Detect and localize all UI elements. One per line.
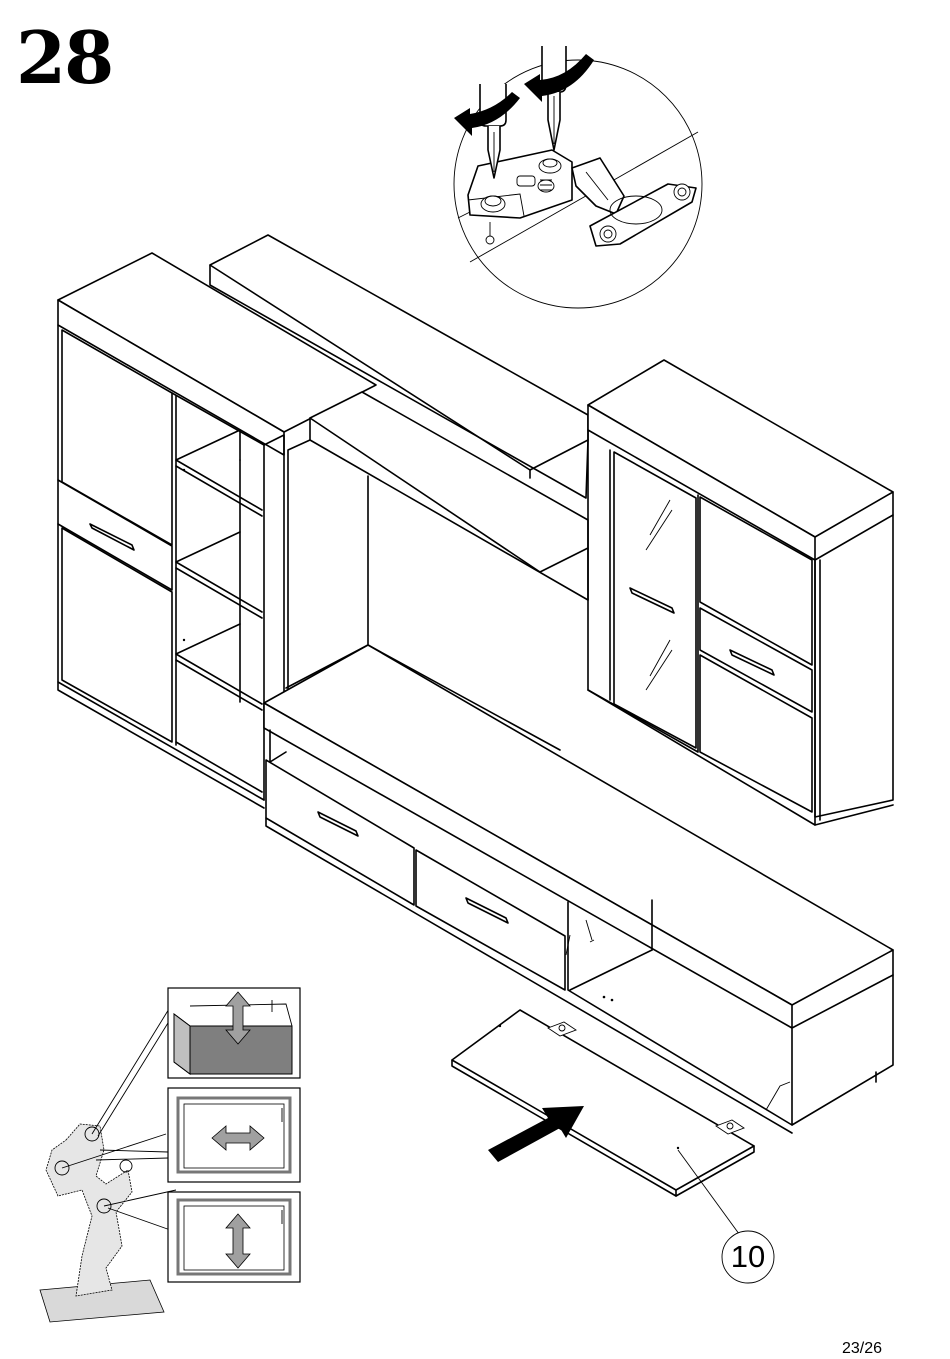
part-number-label: 10 — [721, 1237, 775, 1277]
hinge-detail-callout — [454, 46, 702, 308]
hinge-adjustment-diagram — [40, 988, 300, 1322]
right-tall-cabinet — [588, 360, 893, 825]
page-number: 23/26 — [842, 1341, 882, 1357]
screwdriver-icon — [542, 46, 566, 150]
